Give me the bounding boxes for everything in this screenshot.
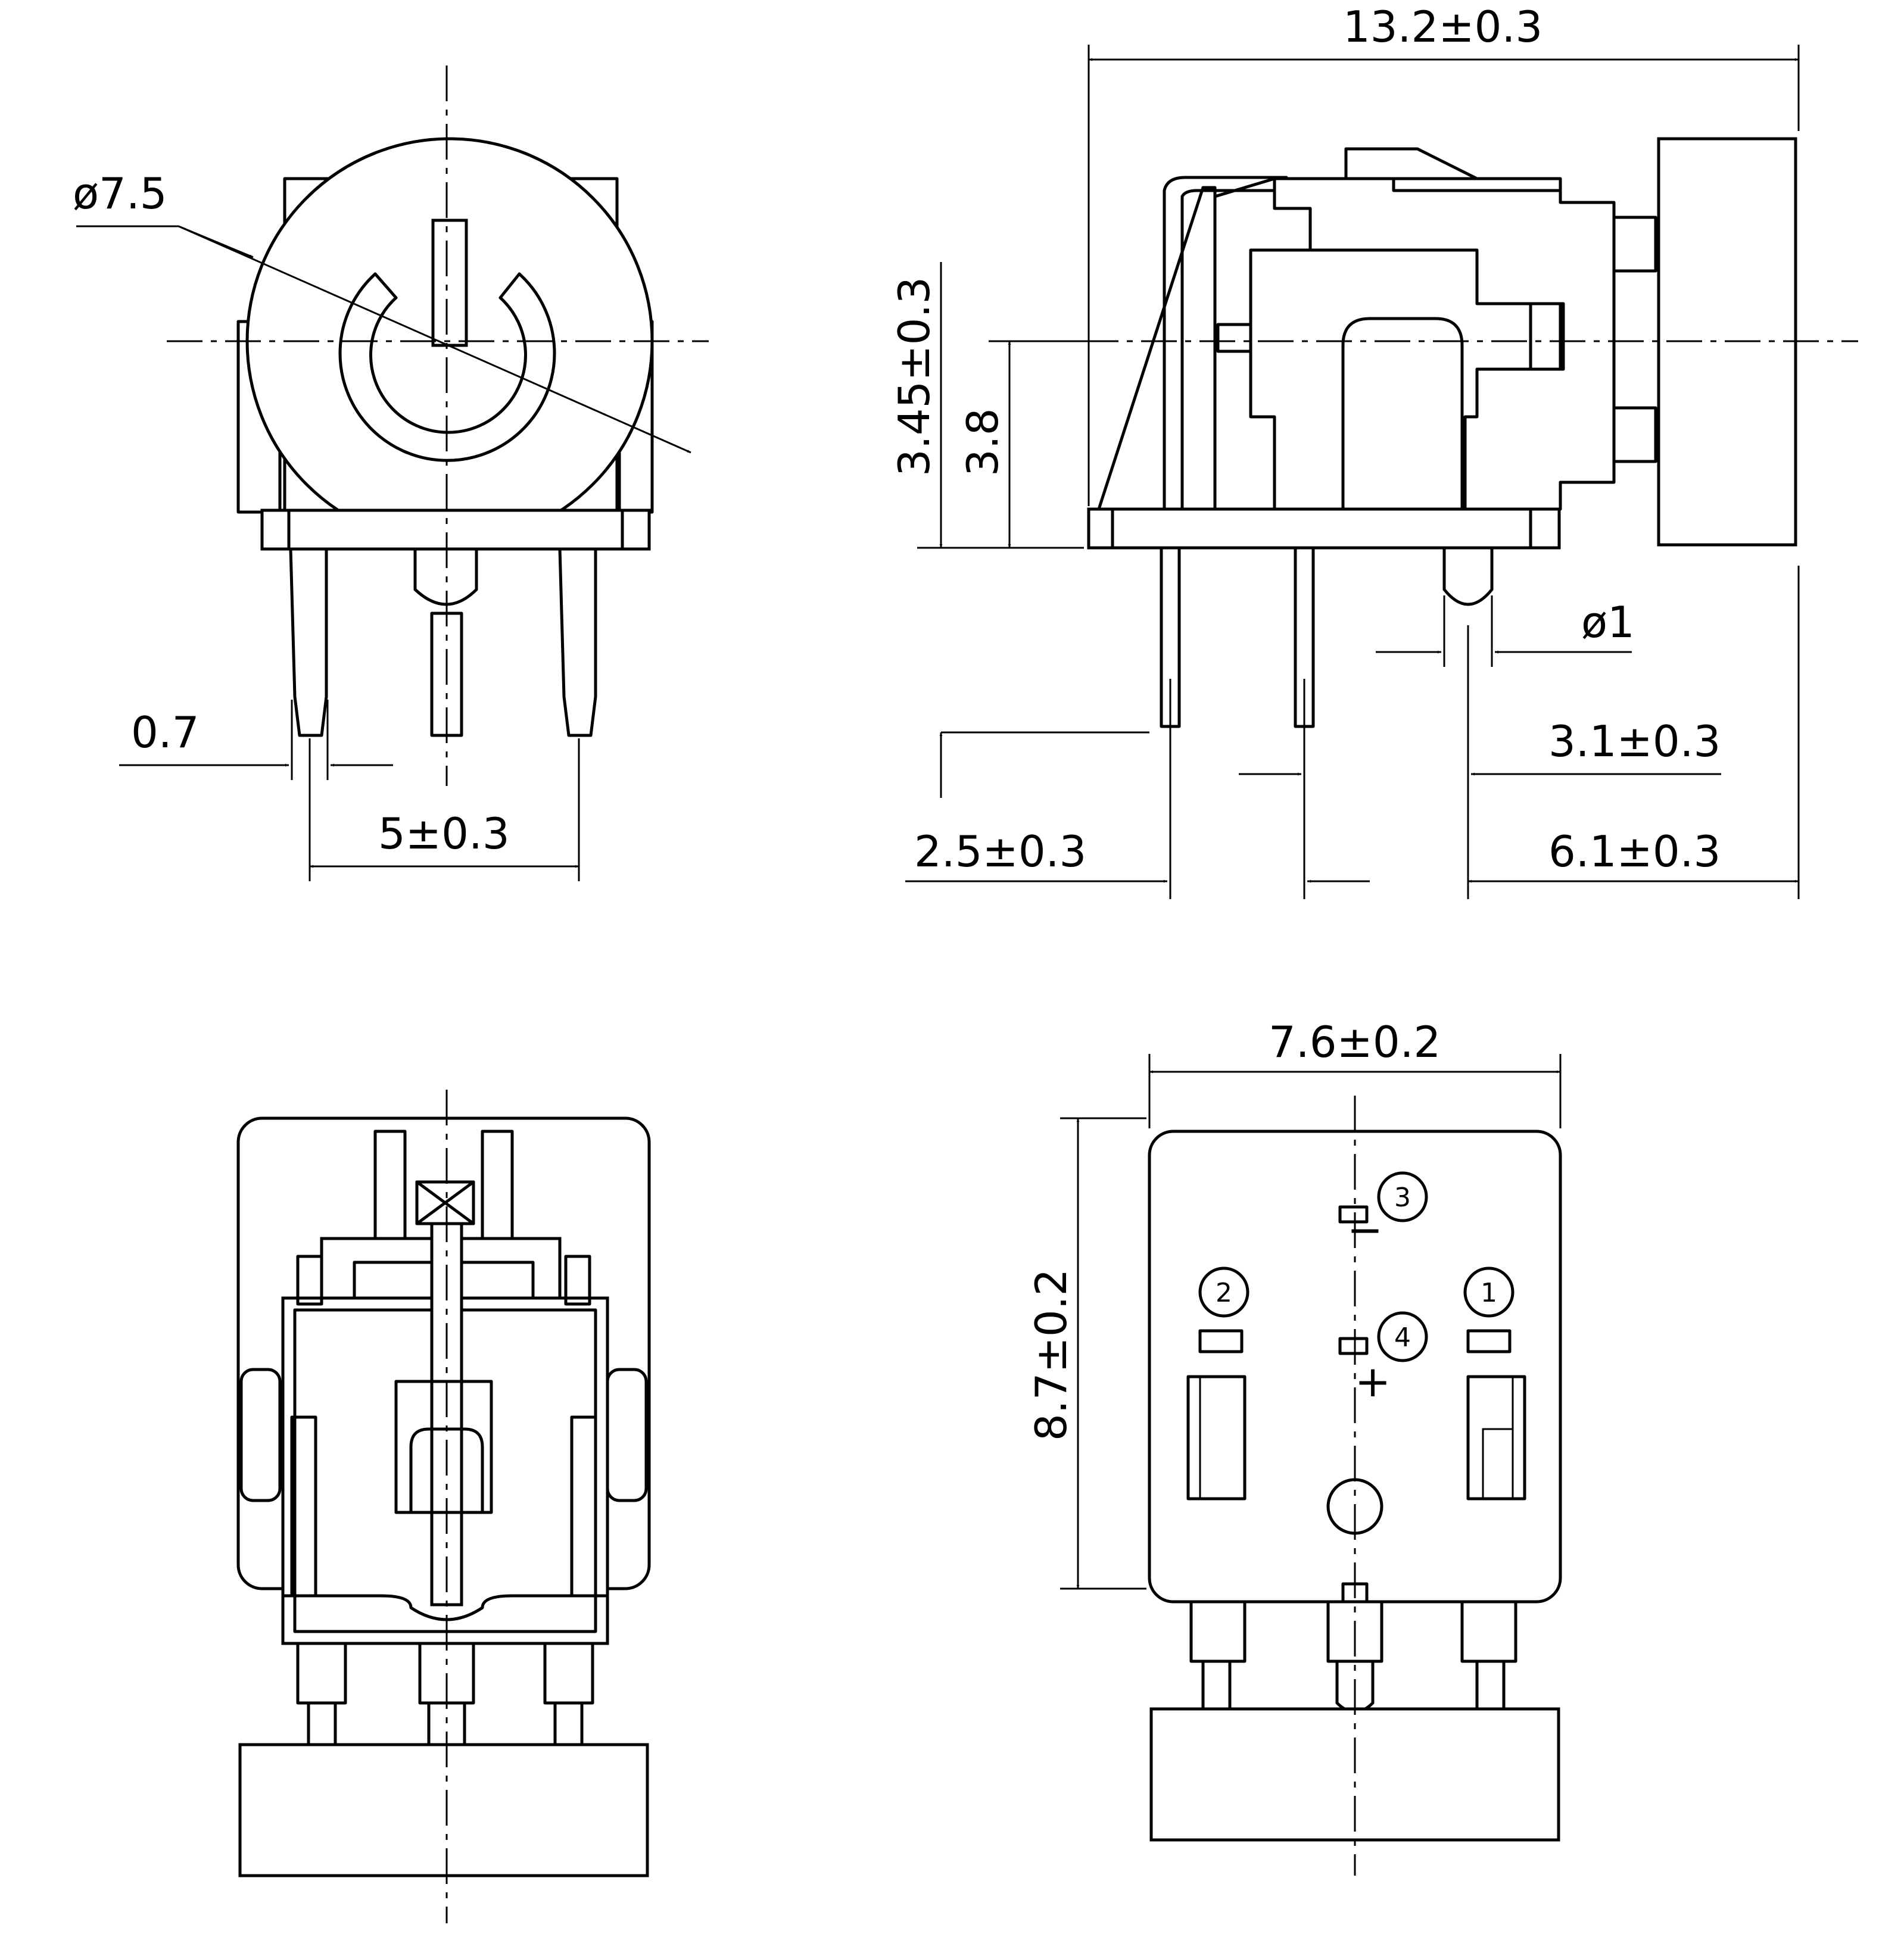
side-lever xyxy=(1344,147,1479,180)
front-led xyxy=(413,547,478,606)
front-base xyxy=(260,509,651,551)
dim-pin-spacing-side: 2.5±0.3 xyxy=(914,826,1086,876)
dim-overall-length: 13.2±0.3 xyxy=(1343,2,1542,52)
dim-height-b: 3.8 xyxy=(958,408,1008,476)
side-housing xyxy=(1213,177,1616,511)
bottom-view: 3 4 2 1 − + 7.6±0.2 8.7±0.2 xyxy=(1026,1017,1562,1876)
back-cap xyxy=(238,1743,649,1877)
dim-pin-pitch: 5±0.3 xyxy=(378,809,510,859)
slot-left xyxy=(1186,1375,1247,1501)
power-symbol-bar xyxy=(431,219,468,347)
pad-2 xyxy=(1198,1329,1244,1353)
pin-label-4: 4 xyxy=(1394,1322,1411,1353)
polarity-minus: − xyxy=(1347,1205,1383,1255)
dim-led-to-front: 6.1±0.3 xyxy=(1548,826,1721,876)
dim-bottom-depth: 8.7±0.2 xyxy=(1026,1269,1076,1441)
side-view: 13.2±0.3 3.45±0.3 3.8 ø1 3.1±0.3 2.5±0.3… xyxy=(889,2,1858,899)
front-view: ø7.5 0.7 5±0.3 xyxy=(73,65,709,881)
dim-cap-diameter: ø7.5 xyxy=(73,169,167,219)
front-pin-left xyxy=(289,547,328,737)
dim-pin-width: 0.7 xyxy=(131,707,200,757)
pin-label-4-circle xyxy=(1377,1311,1428,1362)
pin-label-3: 3 xyxy=(1394,1183,1411,1213)
polarity-plus: + xyxy=(1355,1356,1391,1406)
dim-bottom-width: 7.6±0.2 xyxy=(1269,1017,1441,1067)
pin-label-2-circle xyxy=(1198,1267,1249,1318)
side-arch xyxy=(1341,317,1464,511)
side-bracket xyxy=(1097,186,1217,511)
pin-label-1: 1 xyxy=(1481,1278,1497,1308)
dim-height-a: 3.45±0.3 xyxy=(889,277,939,476)
back-view xyxy=(236,1090,651,1923)
front-pin-right xyxy=(558,547,597,737)
pin-label-2: 2 xyxy=(1216,1278,1232,1308)
power-symbol-arc-inner xyxy=(369,296,527,434)
side-base xyxy=(1087,507,1561,550)
pad-1 xyxy=(1466,1329,1512,1353)
dim-pin-to-led: 3.1±0.3 xyxy=(1548,716,1721,766)
pin-label-3-circle xyxy=(1377,1171,1428,1222)
side-led xyxy=(1442,546,1494,606)
dim-led-pin-diameter: ø1 xyxy=(1581,597,1635,647)
pin-label-1-circle xyxy=(1463,1267,1515,1318)
